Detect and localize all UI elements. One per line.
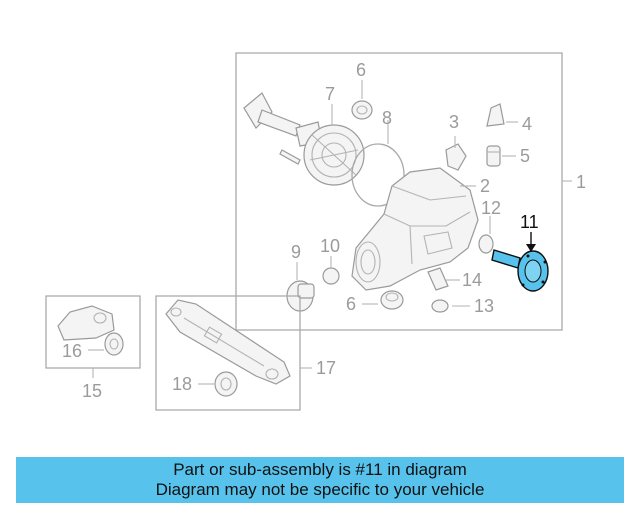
label-6-top: 6 — [356, 60, 366, 80]
label-10: 10 — [320, 236, 340, 256]
part-6-bearing-top — [351, 100, 373, 120]
label-5: 5 — [520, 146, 530, 166]
bolt — [279, 149, 301, 165]
part-18-bushing — [214, 371, 238, 397]
label-18: 18 — [172, 374, 192, 394]
label-1: 1 — [576, 172, 586, 192]
assembly-15-box — [45, 295, 141, 369]
part-13-washer — [431, 299, 449, 313]
label-15: 15 — [82, 381, 102, 401]
part-4-cap — [486, 103, 505, 127]
part-8-o-ring — [351, 143, 405, 207]
part-7-pinion-gear — [243, 92, 365, 186]
banner-line-2: Diagram may not be specific to your vehi… — [155, 480, 485, 499]
banner-line-1: Part or sub-assembly is #11 in diagram — [173, 460, 467, 479]
parts-diagram: 1 7 6 8 3 4 5 — [45, 52, 586, 411]
part-2-housing — [351, 167, 479, 291]
part-11-flange-shaft — [491, 249, 549, 292]
main-assembly-box — [235, 52, 563, 331]
part-10-seal — [322, 267, 340, 285]
label-4: 4 — [522, 114, 532, 134]
label-2: 2 — [480, 176, 490, 196]
label-17: 17 — [316, 358, 336, 378]
part-15-mount — [57, 305, 115, 341]
label-16: 16 — [62, 341, 82, 361]
label-9: 9 — [291, 242, 301, 262]
label-14: 14 — [462, 270, 482, 290]
part-6-bearing-bottom — [380, 290, 404, 310]
label-11: 11 — [520, 212, 539, 232]
label-6-bottom: 6 — [346, 294, 356, 314]
label-8: 8 — [382, 108, 392, 128]
label-12: 12 — [481, 198, 501, 218]
part-16-bushing — [104, 332, 124, 356]
label-3: 3 — [449, 112, 459, 132]
part-14-sleeve — [427, 267, 449, 291]
part-5-plug — [486, 145, 501, 167]
info-banner: Part or sub-assembly is #11 in diagram D… — [16, 457, 624, 503]
label-7: 7 — [325, 84, 335, 104]
part-12-seal — [478, 234, 494, 254]
assembly-17-box — [155, 295, 301, 411]
part-17-crossmember — [165, 299, 291, 385]
part-3-bracket — [445, 143, 467, 171]
label-13: 13 — [474, 296, 494, 316]
